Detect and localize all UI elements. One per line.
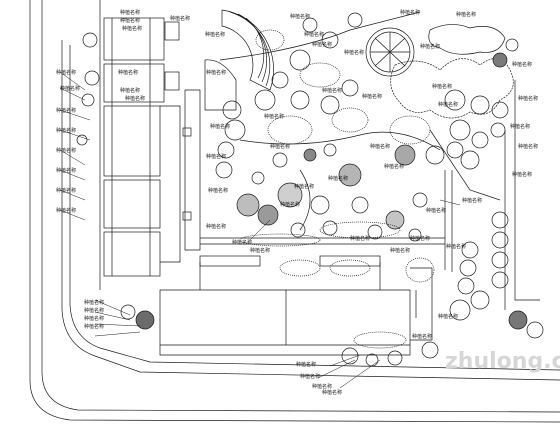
plant-label: 种植名称 xyxy=(384,163,404,170)
plant-label: 种植名称 xyxy=(56,207,76,214)
plant-label: 种植名称 xyxy=(120,9,140,16)
plant-label: 种植名称 xyxy=(206,223,226,230)
plant-label: 种植名称 xyxy=(120,87,140,94)
tree-canopies xyxy=(76,12,544,367)
plant-label: 种植名称 xyxy=(370,143,390,150)
plant-label: 种植名称 xyxy=(412,333,432,340)
plant-label: 种植名称 xyxy=(84,307,104,314)
plant-label: 种植名称 xyxy=(264,113,284,120)
plant-label: 种植名称 xyxy=(84,315,104,322)
plant-label: 种植名称 xyxy=(56,167,76,174)
plant-label: 种植名称 xyxy=(294,183,314,190)
plant-label: 种植名称 xyxy=(400,9,420,16)
plant-label: 种植名称 xyxy=(84,299,104,306)
shrub-clusters xyxy=(239,29,435,349)
plant-label: 种植名称 xyxy=(362,93,382,100)
plant-label: 种植名称 xyxy=(205,31,225,38)
plant-label: 种植名称 xyxy=(118,69,138,76)
plant-label: 种植名称 xyxy=(456,11,476,18)
garden-paths xyxy=(200,11,501,272)
plant-label: 种植名称 xyxy=(344,49,364,56)
plant-label: 种植名称 xyxy=(270,143,290,150)
plant-label: 种植名称 xyxy=(232,239,252,246)
plant-label: 种植名称 xyxy=(312,383,332,390)
plant-label: 种植名称 xyxy=(304,31,324,38)
plant-label: 种植名称 xyxy=(518,143,538,150)
plant-label: 种植名称 xyxy=(206,153,226,160)
plant-label: 种植名称 xyxy=(322,87,342,94)
plant-label: 种植名称 xyxy=(210,123,230,130)
plant-label: 种植名称 xyxy=(56,147,76,154)
plant-label: 种植名称 xyxy=(280,201,300,208)
plant-label: 种植名称 xyxy=(462,197,482,204)
pond xyxy=(390,24,514,119)
plant-label: 种植名称 xyxy=(56,187,76,194)
plant-label: 种植名称 xyxy=(350,235,370,242)
plant-label: 种植名称 xyxy=(328,175,348,182)
plant-label: 种植名称 xyxy=(296,361,316,368)
building-block-south xyxy=(159,255,433,356)
plant-label: 种植名称 xyxy=(56,127,76,134)
plant-label: 种植名称 xyxy=(420,43,440,50)
plant-label: 种植名称 xyxy=(122,25,142,32)
plant-labels: 种植名称种植名称种植名称种植名称种植名称种植名称种植名称种植名称种植名称种植名称… xyxy=(56,9,538,396)
fan-plaza xyxy=(204,9,274,111)
plant-label: 种植名称 xyxy=(510,123,530,130)
plant-label: 种植名称 xyxy=(410,235,430,242)
plant-label: 种植名称 xyxy=(120,17,140,24)
label-leader-lines xyxy=(59,71,461,389)
plant-label: 种植名称 xyxy=(322,389,342,396)
plant-label: 种植名称 xyxy=(56,107,76,114)
plant-label: 种植名称 xyxy=(170,15,190,22)
plant-label: 种植名称 xyxy=(390,247,410,254)
plant-label: 种植名称 xyxy=(518,95,538,102)
east-boundary xyxy=(504,80,540,310)
plant-label: 种植名称 xyxy=(125,95,145,102)
road-boundary xyxy=(29,0,560,423)
plant-label: 种植名称 xyxy=(432,83,452,90)
plant-label: 种植名称 xyxy=(250,247,270,254)
plant-label: 种植名称 xyxy=(208,187,228,194)
building-block-west xyxy=(103,17,201,277)
plant-label: 种植名称 xyxy=(438,101,458,108)
plant-label: 种植名称 xyxy=(512,171,532,178)
plant-label: 种植名称 xyxy=(56,69,76,76)
plant-label: 种植名称 xyxy=(206,69,226,76)
circular-plaza xyxy=(365,27,415,77)
plant-label: 种植名称 xyxy=(446,243,466,250)
plant-label: 种植名称 xyxy=(512,61,532,68)
plant-label: 种植名称 xyxy=(84,323,104,330)
plant-label: 种植名称 xyxy=(290,13,310,20)
plant-label: 种植名称 xyxy=(312,41,332,48)
watermark-text: zhulong.com xyxy=(445,349,560,374)
plant-label: 种植名称 xyxy=(426,207,446,214)
plant-label: 种植名称 xyxy=(438,313,458,320)
plant-label: 种植名称 xyxy=(300,373,320,380)
plant-label: 种植名称 xyxy=(60,85,80,92)
